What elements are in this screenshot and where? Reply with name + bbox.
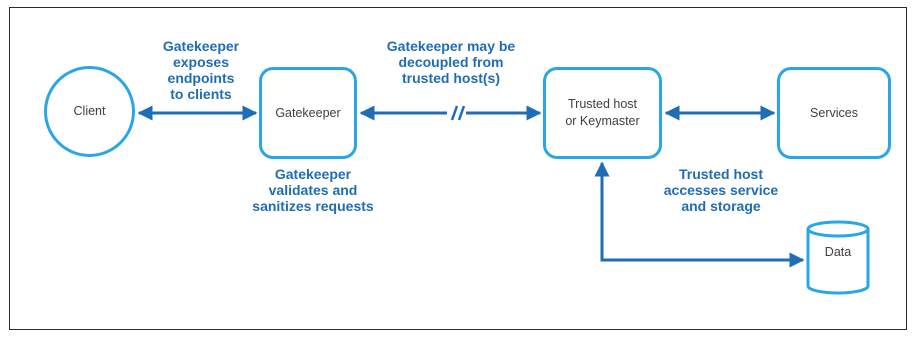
caption-decoupled: Gatekeeper may be decoupled from trusted…	[386, 38, 516, 86]
client-label: Client	[73, 104, 106, 118]
gatekeeper-node: Gatekeeper	[259, 67, 357, 159]
caption-exposes-endpoints: Gatekeeper exposes endpoints to clients	[162, 38, 240, 102]
services-label: Services	[810, 105, 858, 120]
decoupled-break-mark	[450, 105, 466, 121]
trusted-host-label: Trusted host or Keymaster	[565, 97, 640, 128]
gatekeeper-label: Gatekeeper	[275, 105, 341, 120]
caption-validates: Gatekeeper validates and sanitizes reque…	[252, 166, 374, 214]
data-cylinder-icon	[806, 220, 870, 295]
trusted-data-arrow	[594, 161, 805, 268]
client-node: Client	[44, 66, 135, 157]
services-node: Services	[777, 67, 891, 159]
data-label: Data	[824, 245, 852, 259]
trusted-host-node: Trusted host or Keymaster	[543, 67, 662, 159]
caption-accesses-storage: Trusted host accesses service and storag…	[663, 166, 779, 214]
